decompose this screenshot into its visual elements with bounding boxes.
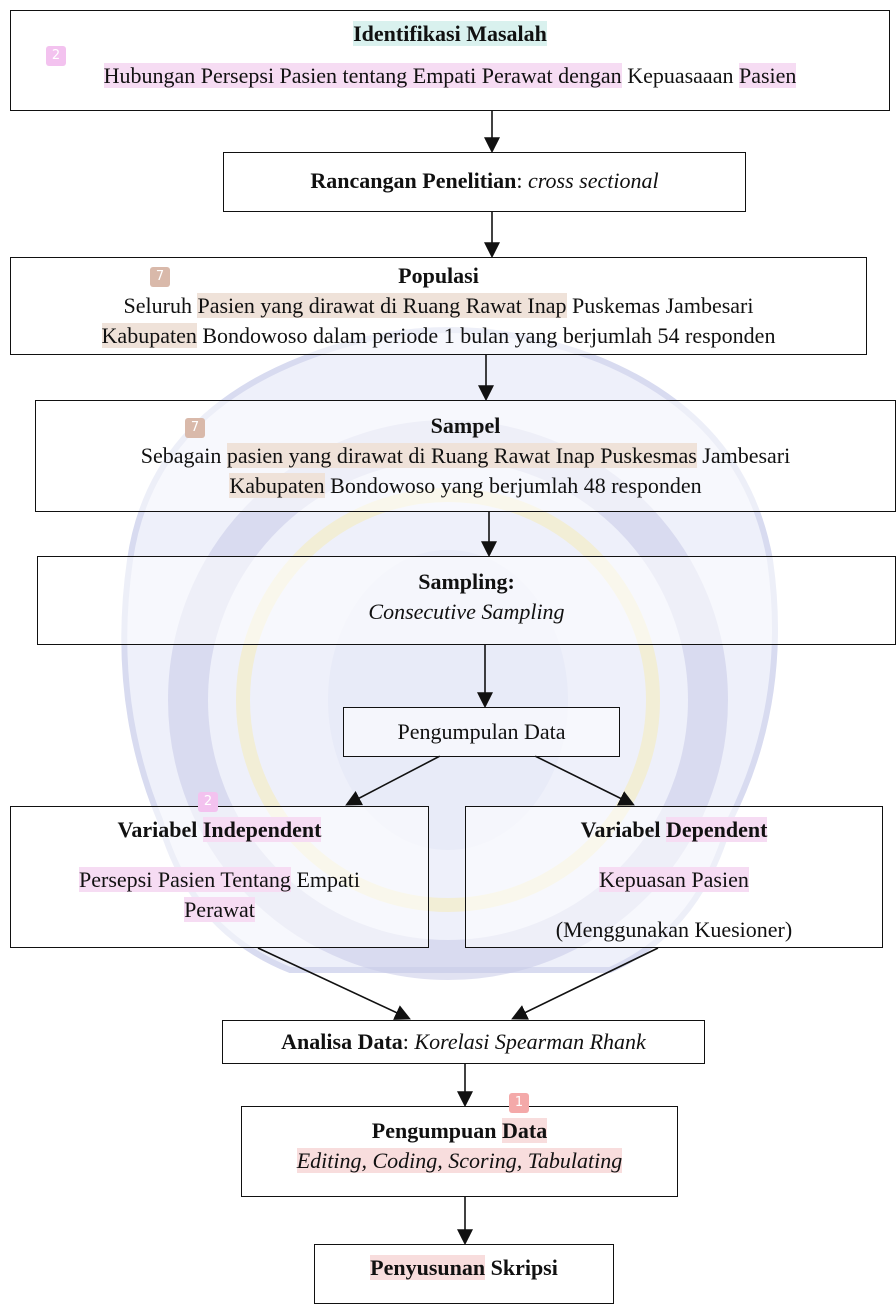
- pengumpulan-label: Pengumpulan Data: [397, 719, 566, 744]
- sampel-line1-a: Sebagain: [140, 443, 227, 468]
- populasi-line2-b: Bondowoso dalam periode 1 bulan yang ber…: [196, 323, 776, 348]
- independent-title-b: Independent: [202, 817, 322, 842]
- identifikasi-title: Identifikasi Masalah: [353, 21, 547, 46]
- sampling-title: Sampling:: [418, 569, 515, 594]
- populasi-title: Populasi: [398, 263, 479, 288]
- variabel-dependent-box: Variabel Dependent Kepuasan Pasien (Meng…: [465, 806, 883, 948]
- sampel-title: Sampel: [430, 413, 501, 438]
- sampel-line1-c: Jambesari: [696, 443, 791, 468]
- identifikasi-masalah-box: Identifikasi Masalah Hubungan Persepsi P…: [10, 10, 890, 111]
- sampling-value: Consecutive Sampling: [368, 599, 565, 624]
- sampel-line1-b: pasien yang dirawat di Ruang Rawat Inap …: [226, 443, 697, 468]
- identifikasi-text-part3: Pasien: [738, 63, 797, 88]
- rancangan-sep: :: [516, 168, 529, 193]
- independent-line2: Perawat: [184, 897, 255, 922]
- annotation-tag: 7: [150, 267, 170, 287]
- pengumpuan-data-box: Pengumpuan Data Editing, Coding, Scoring…: [241, 1106, 678, 1197]
- populasi-line1-b: Pasien yang dirawat di Ruang Rawat Inap: [197, 293, 567, 318]
- rancangan-value: cross sectional: [528, 168, 659, 193]
- sampel-line2-a: Kabupaten: [229, 473, 325, 498]
- pengumpuan-title-a: Pengumpuan: [371, 1118, 502, 1143]
- populasi-line1-a: Seluruh: [123, 293, 198, 318]
- annotation-tag: 2: [198, 792, 218, 812]
- penyusunan-title-a: Penyusunan: [370, 1255, 486, 1280]
- sampel-box: Sampel Sebagain pasien yang dirawat di R…: [35, 400, 896, 512]
- variabel-independent-box: Variabel Independent Persepsi Pasien Ten…: [10, 806, 429, 948]
- analisa-value: Korelasi Spearman Rhank: [414, 1029, 646, 1054]
- populasi-box: Populasi Seluruh Pasien yang dirawat di …: [10, 257, 867, 355]
- pengumpuan-title-b: Data: [502, 1118, 548, 1143]
- dependent-title-a: Variabel: [580, 817, 666, 842]
- dependent-line2: (Menggunakan Kuesioner): [555, 917, 793, 942]
- independent-line1-a: Persepsi Pasien Tentang: [79, 867, 291, 892]
- independent-title-a: Variabel: [117, 817, 203, 842]
- penyusunan-skripsi-box: Penyusunan Skripsi: [314, 1244, 614, 1304]
- sampling-box: Sampling: Consecutive Sampling: [37, 556, 896, 645]
- rancangan-penelitian-box: Rancangan Penelitian: cross sectional: [223, 152, 746, 212]
- dependent-line1: Kepuasan Pasien: [599, 867, 749, 892]
- pengumpuan-value: Editing, Coding, Scoring, Tabulating: [296, 1148, 623, 1173]
- annotation-tag: 1: [509, 1093, 529, 1113]
- penyusunan-title-b: Skripsi: [485, 1255, 558, 1280]
- analisa-data-box: Analisa Data: Korelasi Spearman Rhank: [222, 1020, 705, 1064]
- independent-line1-b: Empati: [290, 867, 360, 892]
- identifikasi-text-part2: Kepuasaaan: [627, 63, 734, 88]
- populasi-line1-c: Puskemas Jambesari: [566, 293, 754, 318]
- pengumpulan-data-box: Pengumpulan Data: [343, 707, 620, 757]
- sampel-line2-b: Bondowoso yang berjumlah 48 responden: [324, 473, 702, 498]
- annotation-tag: 2: [46, 46, 66, 66]
- annotation-tag: 7: [185, 418, 205, 438]
- rancangan-label: Rancangan Penelitian: [310, 168, 517, 193]
- analisa-label: Analisa Data: [281, 1029, 403, 1054]
- identifikasi-text-part1: Hubungan Persepsi Pasien tentang Empati …: [103, 63, 622, 88]
- populasi-line2-a: Kabupaten: [101, 323, 197, 348]
- dependent-title-b: Dependent: [665, 817, 768, 842]
- analisa-sep: :: [402, 1029, 415, 1054]
